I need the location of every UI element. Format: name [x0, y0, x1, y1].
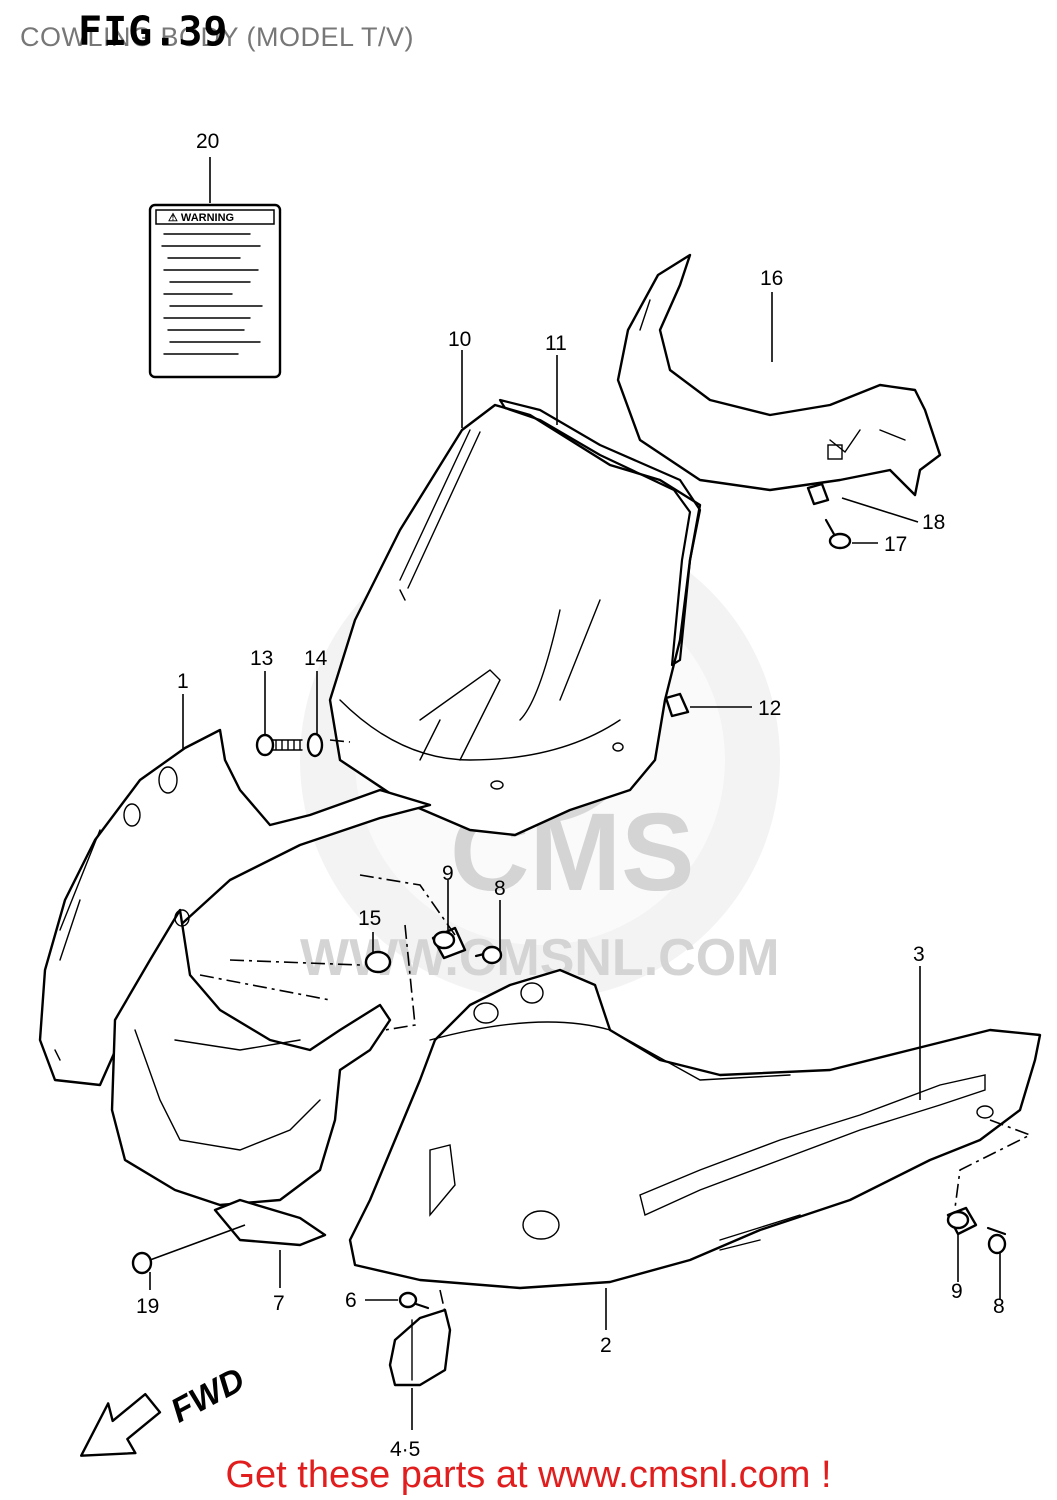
callout-14: 14: [304, 647, 328, 670]
promo-link[interactable]: Get these parts at www.cmsnl.com !: [225, 1454, 832, 1496]
part-1-cowling-body[interactable]: [38, 728, 432, 1087]
fwd-label: FWD: [165, 1360, 251, 1430]
part-20-warning-label[interactable]: ⚠ WARNING: [148, 203, 282, 379]
part-14-washer[interactable]: [306, 732, 324, 758]
diagram-subtitle: COWLING BODY (MODEL T/V): [20, 22, 415, 52]
callout-2: 2: [600, 1334, 612, 1357]
callout-20: 20: [196, 130, 219, 153]
callout-13: 13: [250, 647, 273, 670]
figure-number: FIG.39: [78, 9, 229, 55]
callout-12: 12: [758, 697, 781, 720]
assembly-guides: [199, 739, 1032, 1313]
part-7-inner-panel[interactable]: [110, 908, 392, 1247]
callout-8-lower: 8: [993, 1295, 1005, 1318]
callout-3: 3: [913, 943, 925, 966]
callout-18: 18: [922, 511, 945, 534]
callout-numbers: 20 10 11 16 18 17 12 13 14 1 15 9 8 3 2 …: [136, 130, 1005, 1461]
callout-6: 6: [345, 1289, 357, 1312]
warning-label-heading: ⚠ WARNING: [168, 212, 234, 224]
part-16-inner-cover[interactable]: [616, 253, 942, 497]
leader-lines: [149, 157, 1001, 1430]
part-17-screw[interactable]: [824, 518, 852, 550]
part-18-nut[interactable]: [806, 482, 830, 506]
callout-15: 15: [358, 907, 381, 930]
part-9-grommet-lower[interactable]: [946, 1206, 978, 1236]
callout-1: 1: [177, 670, 189, 693]
part-4-5-bracket[interactable]: [388, 1308, 452, 1387]
callout-7: 7: [273, 1292, 285, 1315]
callout-17: 17: [884, 533, 907, 556]
part-2-side-cowling[interactable]: [348, 968, 1042, 1290]
callout-9-lower: 9: [951, 1280, 963, 1303]
callout-11: 11: [545, 332, 567, 355]
callout-19: 19: [136, 1295, 159, 1318]
callout-8-upper: 8: [494, 877, 506, 900]
part-15-grommet[interactable]: [364, 950, 392, 974]
callout-9-upper: 9: [442, 862, 454, 885]
callout-10: 10: [448, 328, 471, 351]
part-19-screw[interactable]: [131, 1251, 153, 1275]
part-11-windscreen-trim[interactable]: [498, 398, 702, 667]
part-13-screw[interactable]: [255, 733, 303, 757]
part-10-windscreen[interactable]: [328, 403, 702, 837]
part-8-screw-lower[interactable]: [986, 1226, 1007, 1255]
part-6-bolt[interactable]: [398, 1291, 430, 1310]
callout-4-5: 4·5: [390, 1438, 420, 1461]
part-12-clip[interactable]: [664, 692, 690, 718]
forward-direction-arrow: FWD: [79, 1360, 251, 1457]
part-9-grommet-upper[interactable]: [431, 926, 467, 960]
callout-16: 16: [760, 267, 783, 290]
part-8-screw-upper[interactable]: [474, 945, 503, 965]
